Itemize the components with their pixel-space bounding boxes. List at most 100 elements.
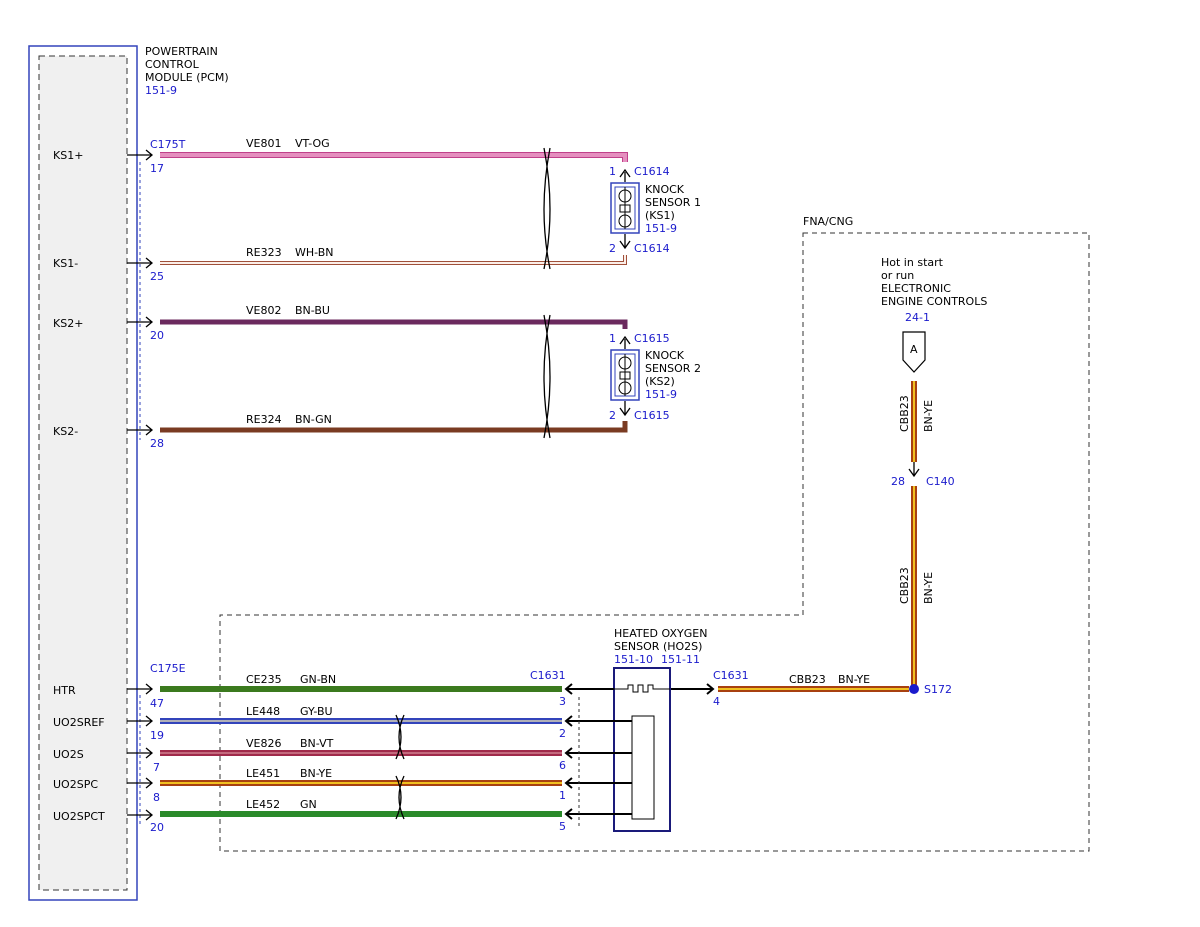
ks1-title-line-1: KNOCK xyxy=(645,183,685,196)
ho2s-pin-arrow xyxy=(564,777,632,789)
feed-circuit: CBB23 xyxy=(789,673,826,686)
ho2s-element xyxy=(631,715,655,820)
pin-number: 47 xyxy=(150,697,164,710)
wire-color-label: VT-OG xyxy=(295,137,330,150)
power-source-ref: 24-1 xyxy=(905,311,930,324)
wire-color-label: BN-VT xyxy=(300,737,334,750)
pin-stub xyxy=(127,747,154,759)
feed-color: BN-YE xyxy=(838,673,870,686)
twist-marker-ks2 xyxy=(543,314,551,439)
ks1-pin-arrow-bottom xyxy=(619,234,631,250)
pin-label-ks2-minus: KS2- xyxy=(53,425,78,438)
pin-label-uo2s: UO2S xyxy=(53,748,84,761)
wire-color-label: GN xyxy=(300,798,317,811)
pcm-connector-top: C175T xyxy=(150,138,186,151)
wire-color-label: WH-BN xyxy=(295,246,334,259)
wire-circuit-label: LE448 xyxy=(246,705,280,718)
ho2s-pin-number: 3 xyxy=(559,695,566,708)
wire-circuit-label: LE452 xyxy=(246,798,280,811)
power-source-line-2: or run xyxy=(881,269,914,282)
ks2-pin-arrow-top xyxy=(619,335,631,349)
pin-number: 20 xyxy=(150,329,164,342)
wire-ve802 xyxy=(160,319,628,329)
pin-number: 28 xyxy=(150,437,164,450)
ho2s-sensor: HEATED OXYGEN SENSOR (HO2S) 151-10 151-1… xyxy=(530,627,707,833)
fna-cng-region: FNA/CNG xyxy=(219,215,1090,852)
wire-ve801-fill xyxy=(160,153,627,162)
ho2s-pin-number: 5 xyxy=(559,820,566,833)
pin-number: 19 xyxy=(150,729,164,742)
wire-circuit-label: CE235 xyxy=(246,673,282,686)
pin-stub xyxy=(127,316,154,328)
pcm-title-line-3: MODULE (PCM) xyxy=(145,71,229,84)
ho2s-heater xyxy=(614,684,670,693)
wire-re324 xyxy=(160,421,628,433)
ks1-pin-a: 1 xyxy=(609,165,616,178)
wire-color-label: BN-YE xyxy=(300,767,332,780)
twist-marker-o2-a xyxy=(395,714,405,760)
power-source: Hot in start or run ELECTRONIC ENGINE CO… xyxy=(881,256,987,373)
pcm-pin-labels: KS1+ KS1- KS2+ KS2- HTR UO2SREF UO2S UO2… xyxy=(53,149,105,823)
pin-stub xyxy=(127,777,154,789)
c140-connector: C140 xyxy=(926,475,955,488)
ho2s-right-connector: C1631 xyxy=(713,669,749,682)
ho2s-pin-arrow xyxy=(564,683,614,695)
ho2s-pin-arrow xyxy=(564,715,632,727)
power-flag-a xyxy=(902,331,926,373)
wire-circuit-label: LE451 xyxy=(246,767,280,780)
ks2-connector-b: C1615 xyxy=(634,409,670,422)
knock-sensor-2: 1 C1615 2 C1615 KNOCK SENSOR 2 (KS2) 151… xyxy=(609,332,701,422)
wire-color-label: BN-GN xyxy=(295,413,332,426)
power-source-line-1: Hot in start xyxy=(881,256,944,269)
wire-re323-fill xyxy=(160,255,626,264)
pin-label-ks1-minus: KS1- xyxy=(53,257,78,270)
pcm-inner xyxy=(38,55,128,891)
pin-number: 8 xyxy=(153,791,160,804)
splice-label: S172 xyxy=(924,683,952,696)
ho2s-pin-arrow xyxy=(564,808,632,820)
vwire-color-lower: BN-YE xyxy=(922,572,935,604)
wire-circuit-label: RE323 xyxy=(246,246,282,259)
ho2s-left-connector: C1631 xyxy=(530,669,566,682)
ks1-title-line-2: SENSOR 1 xyxy=(645,196,701,209)
ho2s-ref-left: 151-10 xyxy=(614,653,653,666)
pin-label-ks2-plus: KS2+ xyxy=(53,317,83,330)
knock-sensor-wires: VE801 VT-OG RE323 WH-BN VE802 BN-BU RE32… xyxy=(160,137,628,439)
pin-label-uo2spct: UO2SPCT xyxy=(53,810,105,823)
fna-cng-outline xyxy=(219,232,1090,852)
splice-s172: S172 xyxy=(909,683,952,696)
pcm-connector-bottom: C175E xyxy=(150,662,186,675)
pin-stub xyxy=(127,809,154,821)
twist-marker-ks1 xyxy=(543,147,551,270)
power-source-line-4: ENGINE CONTROLS xyxy=(881,295,987,308)
power-source-line-3: ELECTRONIC xyxy=(881,282,951,295)
pin-stub xyxy=(127,683,154,695)
pin-number: 25 xyxy=(150,270,164,283)
ks2-title-line-3: (KS2) xyxy=(645,375,675,388)
ho2s-title-line-1: HEATED OXYGEN xyxy=(614,627,707,640)
vwire-arrow xyxy=(908,462,920,478)
wire-circuit-label: VE826 xyxy=(246,737,281,750)
wire-color-label: GN-BN xyxy=(300,673,336,686)
ks1-connector-b: C1614 xyxy=(634,242,670,255)
wire-circuit-label: VE802 xyxy=(246,304,281,317)
power-flag-letter: A xyxy=(910,343,918,356)
vwire-circuit-upper: CBB23 xyxy=(898,395,911,432)
pin-stub xyxy=(127,715,154,727)
pin-number: 7 xyxy=(153,761,160,774)
ho2s-pin-number: 2 xyxy=(559,727,566,740)
feed-arrow xyxy=(670,683,715,695)
ks2-connector-a: C1615 xyxy=(634,332,670,345)
splice-dot xyxy=(909,684,919,694)
ks1-pin-b: 2 xyxy=(609,242,616,255)
ho2s-ref-right: 151-11 xyxy=(661,653,700,666)
pin-label-ks1-plus: KS1+ xyxy=(53,149,83,162)
vertical-cbb23-wire: CBB23 BN-YE CBB23 BN-YE 28 C140 xyxy=(891,381,955,688)
wire-circuit-label: RE324 xyxy=(246,413,282,426)
ho2s-pin-number: 6 xyxy=(559,759,566,772)
ks2-ref: 151-9 xyxy=(645,388,677,401)
ks2-pin-b: 2 xyxy=(609,409,616,422)
ho2s-pin-arrow xyxy=(564,747,632,759)
pin-label-htr: HTR xyxy=(53,684,76,697)
